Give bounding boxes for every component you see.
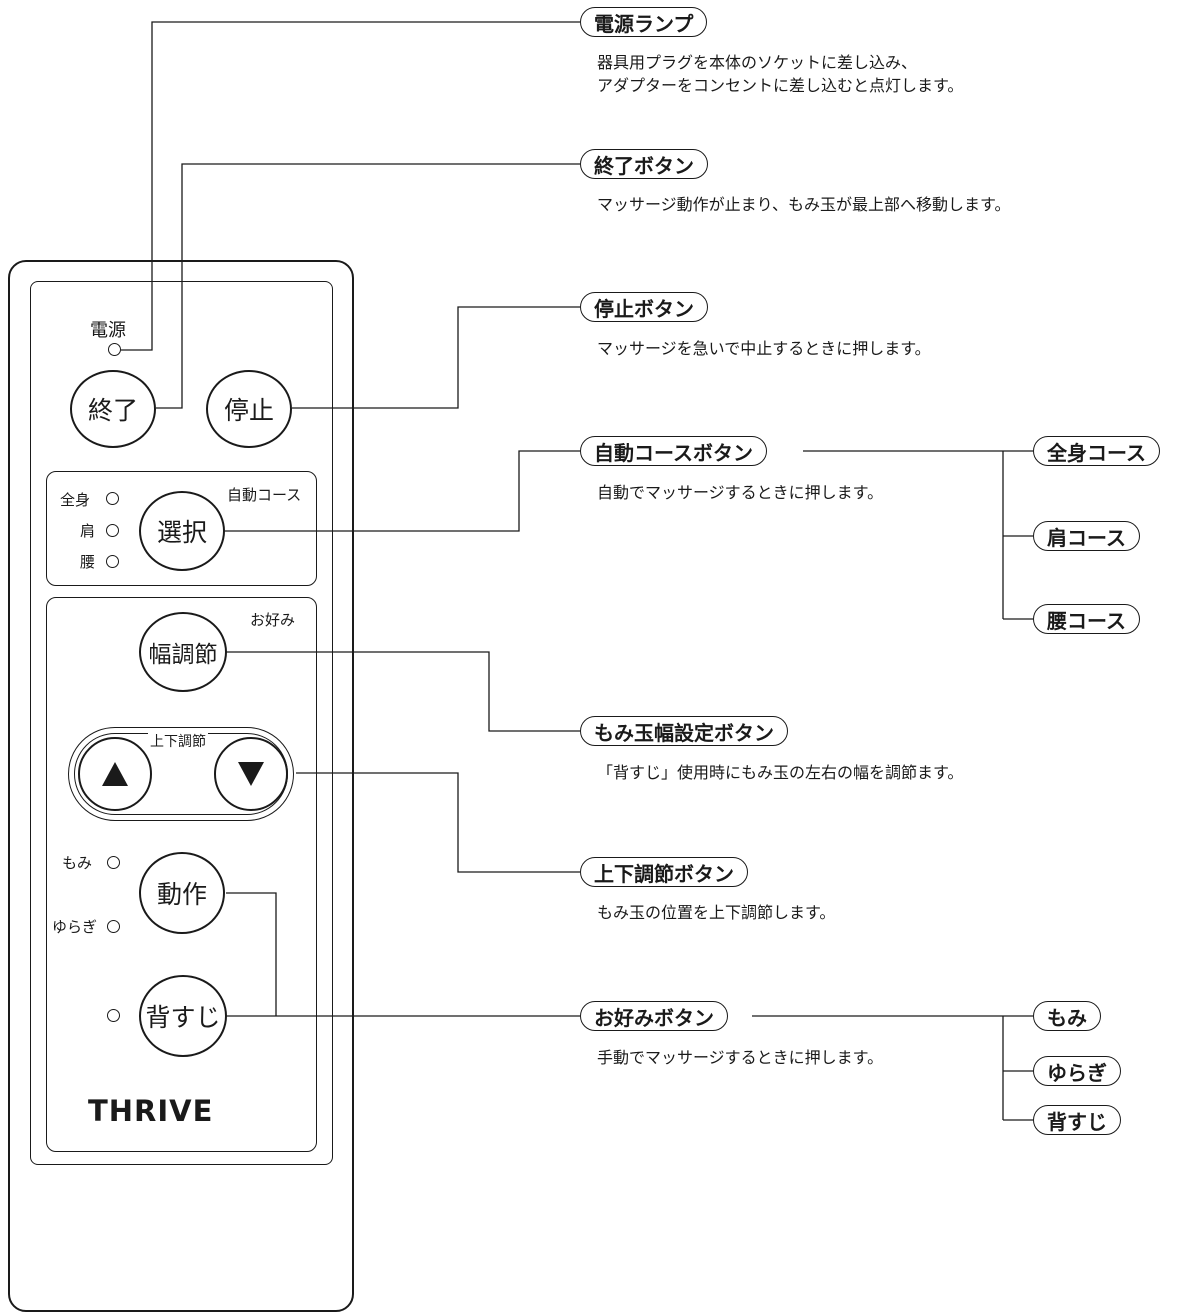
select-button[interactable]: 選択 [139, 491, 225, 571]
course-subpanel [46, 471, 317, 586]
back-button[interactable]: 背すじ [139, 975, 227, 1057]
down-arrow-icon [238, 762, 264, 786]
course-label-fullbody: 全身 [60, 491, 91, 509]
auto-course-label: 自動コース [227, 486, 302, 504]
up-button[interactable] [78, 737, 152, 811]
auto-course-branch [803, 450, 1033, 620]
desc-power-lamp-2: アダプターをコンセントに差し込むと点灯します。 [597, 76, 964, 95]
favorite-subpanel [46, 597, 317, 1152]
power-label: 電源 [90, 320, 126, 341]
width-adjust-button[interactable]: 幅調節 [139, 612, 227, 692]
action-button[interactable]: 動作 [139, 852, 225, 934]
option-shoulder-course: 肩コース [1033, 521, 1140, 551]
favorite-label: お好み [250, 611, 296, 629]
down-button[interactable] [214, 737, 288, 811]
callout-auto-course: 自動コースボタン [580, 436, 767, 466]
course-label-waist: 腰 [80, 553, 96, 571]
option-sway: ゆらぎ [1033, 1056, 1121, 1086]
mode-label-sway: ゆらぎ [52, 918, 98, 936]
course-lamp-shoulder [106, 524, 119, 537]
up-arrow-icon [102, 762, 128, 786]
callout-favorite: お好みボタン [580, 1001, 728, 1031]
desc-auto-course: 自動でマッサージするときに押します。 [597, 483, 884, 502]
course-lamp-fullbody [106, 492, 119, 505]
callout-power-lamp: 電源ランプ [580, 7, 708, 37]
power-lamp [108, 343, 121, 356]
brand-logo: THRIVE [88, 1094, 214, 1128]
option-back: 背すじ [1033, 1105, 1121, 1135]
option-massage: もみ [1033, 1001, 1101, 1031]
callout-updown: 上下調節ボタン [580, 857, 748, 887]
callout-width-setting: もみ玉幅設定ボタン [580, 716, 788, 746]
desc-power-lamp-1: 器具用プラグを本体のソケットに差し込み、 [597, 53, 918, 72]
callout-end-button: 終了ボタン [580, 149, 708, 179]
updown-label: 上下調節 [148, 731, 208, 751]
stop-button[interactable]: 停止 [206, 370, 292, 448]
option-waist-course: 腰コース [1033, 604, 1140, 634]
mode-lamp-massage [107, 856, 120, 869]
updown-frame [68, 727, 294, 821]
remote-body [8, 260, 354, 1312]
remote-panel [30, 281, 333, 1165]
option-fullbody-course: 全身コース [1033, 436, 1160, 466]
mode-lamp-sway [107, 920, 120, 933]
desc-updown: もみ玉の位置を上下調節します。 [597, 903, 836, 922]
desc-favorite: 手動でマッサージするときに押します。 [597, 1048, 884, 1067]
desc-end-button: マッサージ動作が止まり、もみ玉が最上部へ移動します。 [597, 195, 1011, 214]
callout-stop-button: 停止ボタン [580, 292, 708, 322]
back-lamp [107, 1009, 120, 1022]
desc-width-setting: 「背すじ」使用時にもみ玉の左右の幅を調節ます。 [597, 763, 964, 782]
course-lamp-waist [106, 555, 119, 568]
end-button[interactable]: 終了 [70, 370, 156, 448]
course-label-shoulder: 肩 [80, 522, 96, 540]
mode-label-massage: もみ [62, 854, 93, 872]
desc-stop-button: マッサージを急いで中止するときに押します。 [597, 339, 931, 358]
